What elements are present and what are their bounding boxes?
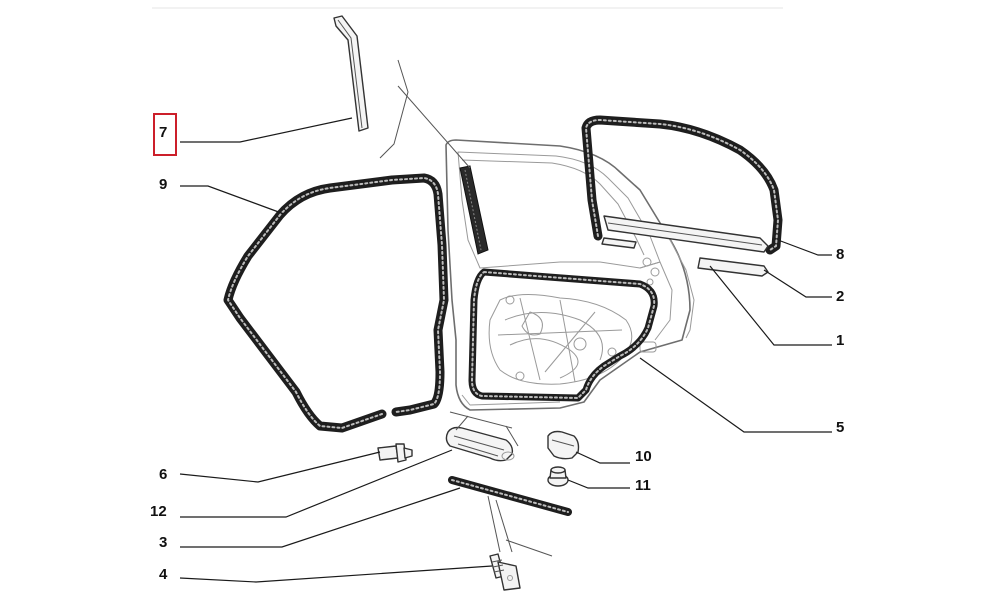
- part-10-bumper-pad: [547, 430, 580, 460]
- part-2-belt-strip: [601, 215, 769, 277]
- callout-4[interactable]: 4: [159, 566, 168, 583]
- part-12-handle-pocket: [445, 411, 519, 462]
- callout-11[interactable]: 11: [635, 477, 651, 494]
- part-9-door-weatherstrip: [223, 173, 449, 433]
- glass-run-channel-front: [459, 165, 489, 255]
- callout-2[interactable]: 2: [836, 288, 845, 305]
- callout-10[interactable]: 10: [635, 448, 652, 465]
- leader-9: [180, 185, 285, 215]
- leader-7: [180, 117, 353, 143]
- leader-10: [575, 451, 630, 464]
- callout-7[interactable]: 7: [159, 124, 168, 141]
- leader-5: [639, 357, 832, 433]
- callout-8[interactable]: 8: [836, 246, 845, 263]
- callout-5[interactable]: 5: [836, 419, 845, 436]
- part-3-sill-seal: [448, 476, 572, 557]
- callout-3[interactable]: 3: [159, 534, 168, 551]
- leader-2: [763, 269, 832, 298]
- part-6-push-clip: [377, 443, 413, 463]
- leader-3: [180, 487, 461, 548]
- callout-1[interactable]: 1: [836, 332, 845, 349]
- part-11-grommet: [547, 466, 569, 487]
- selected-callout-highlight: [153, 113, 177, 156]
- part-7-channel-strip: [333, 15, 369, 132]
- leader-8: [777, 239, 832, 256]
- callout-6[interactable]: 6: [159, 466, 168, 483]
- leader-1: [709, 265, 832, 346]
- callout-9[interactable]: 9: [159, 176, 168, 193]
- door-inner-mechanism: [488, 294, 633, 385]
- leader-6: [179, 451, 381, 483]
- leader-lines: [179, 117, 832, 583]
- part-8-glass-run-seal: [581, 115, 783, 255]
- leader-12: [180, 449, 453, 518]
- part-5-inner-panel-seal: [468, 268, 658, 402]
- leader-11: [567, 479, 630, 489]
- part-4-screw-bracket: [489, 553, 521, 591]
- door-body-outline: [445, 139, 695, 411]
- leader-4: [179, 565, 493, 583]
- callout-12[interactable]: 12: [150, 503, 167, 520]
